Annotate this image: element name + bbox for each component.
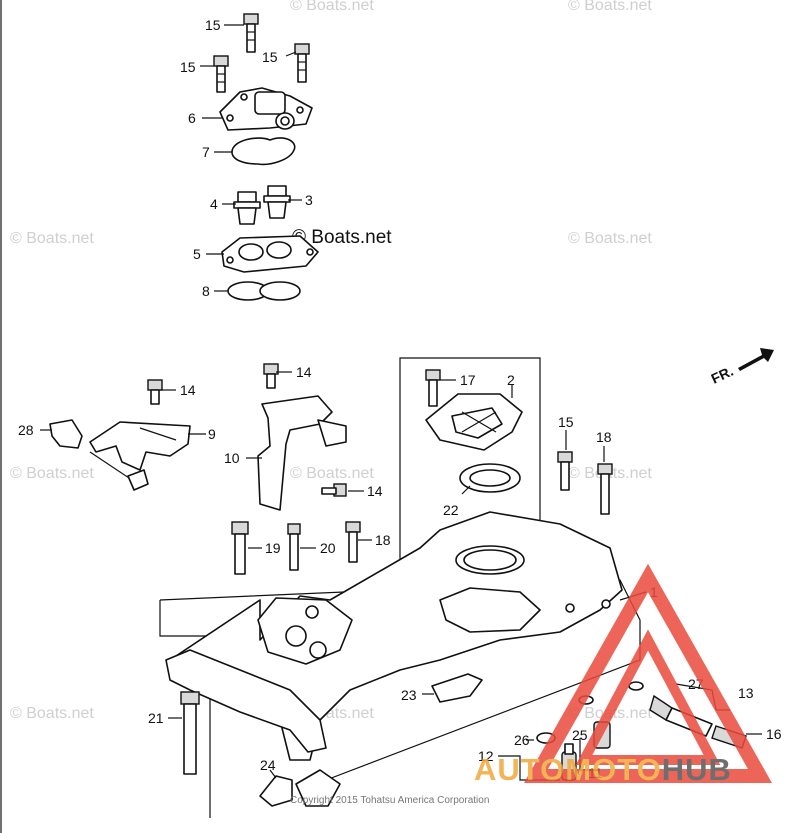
seal-8 <box>227 281 301 301</box>
watermark-text: © Boats.net <box>568 230 652 247</box>
callout-24: 24 <box>260 757 276 773</box>
bolt-20 <box>287 523 301 571</box>
callout-25: 25 <box>572 727 588 743</box>
watermark-text: © Boats.net <box>290 465 374 482</box>
callout-23: 23 <box>401 687 417 703</box>
logo-hub: HUB <box>662 752 732 787</box>
washer-27 <box>628 681 644 691</box>
callout-7: 7 <box>202 144 210 160</box>
callout-5: 5 <box>193 246 201 262</box>
callout-4: 4 <box>210 196 218 212</box>
bolt-15-left <box>213 55 229 93</box>
front-direction-arrow: FR. <box>709 348 774 387</box>
watermark-text: © Boats.net <box>10 230 94 247</box>
leader-lines <box>40 24 762 781</box>
bolt-14-right <box>321 483 347 497</box>
copyright-text: Copyright 2015 Tohatsu America Corporati… <box>290 795 489 806</box>
bolt-15-lower <box>557 451 573 491</box>
group-frame <box>159 600 211 818</box>
gasket-24 <box>259 769 341 807</box>
callout-18: 18 <box>375 532 391 548</box>
clip-28 <box>49 419 149 491</box>
callout-2: 2 <box>507 372 515 388</box>
callout-17: 17 <box>460 372 476 388</box>
callout-15: 15 <box>180 59 196 75</box>
callout-12: 12 <box>478 748 494 764</box>
bolt-18-center <box>345 521 361 563</box>
callout-19: 19 <box>265 540 281 556</box>
callout-13: 13 <box>738 685 754 701</box>
bolt-14-top <box>263 363 279 389</box>
logo-text-automoto: AUTOMOTOHUB <box>474 752 732 787</box>
callout-15: 15 <box>205 17 221 33</box>
callout-26: 26 <box>514 732 530 748</box>
callout-10: 10 <box>224 450 240 466</box>
gasket-23 <box>431 673 483 703</box>
automotohub-logo: AUTOMOTOHUB <box>474 563 773 787</box>
callout-22: 22 <box>443 502 459 518</box>
bolt-17 <box>425 369 441 407</box>
callout-15: 15 <box>558 414 574 430</box>
main-block-1 <box>165 511 623 761</box>
watermark-text: © Boats.net <box>568 0 652 14</box>
bracket-10 <box>257 395 347 511</box>
callout-14: 14 <box>180 382 196 398</box>
thermostat-cover-5 <box>221 235 319 273</box>
callout-21: 21 <box>148 710 164 726</box>
cover-2 <box>425 393 523 451</box>
callout-20: 20 <box>320 540 336 556</box>
callout-14: 14 <box>367 483 383 499</box>
callout-3: 3 <box>305 192 313 208</box>
group-frame <box>399 357 541 620</box>
bolt-19 <box>231 521 249 575</box>
bolt-15-top <box>243 13 259 53</box>
bolt-15-right <box>294 43 310 83</box>
bolt-21 <box>180 691 200 775</box>
callout-8: 8 <box>202 283 210 299</box>
thermostat-housing-6 <box>219 87 313 131</box>
watermark-main: © Boats.net <box>292 227 392 248</box>
callout-14: 14 <box>296 364 312 380</box>
watermark-text: © Boats.net <box>290 0 374 14</box>
callout-9: 9 <box>208 426 216 442</box>
bolt-18-right <box>597 463 613 515</box>
bracket-9 <box>89 421 191 471</box>
gasket-7 <box>231 137 296 166</box>
thermostat-3 <box>263 185 291 219</box>
watermark-text: © Boats.net <box>10 705 94 722</box>
callout-6: 6 <box>188 110 196 126</box>
logo-automoto: AUTOMOTO <box>474 752 662 787</box>
direction-label: FR. <box>709 363 736 387</box>
watermark-text: © Boats.net <box>10 465 94 482</box>
bolt-14-left <box>147 379 163 405</box>
callout-15: 15 <box>262 49 278 65</box>
oil-seal-22 <box>459 463 521 493</box>
thermostat-4 <box>233 191 261 225</box>
callout-18: 18 <box>596 429 612 445</box>
callout-16: 16 <box>766 726 782 742</box>
callout-28: 28 <box>18 422 34 438</box>
